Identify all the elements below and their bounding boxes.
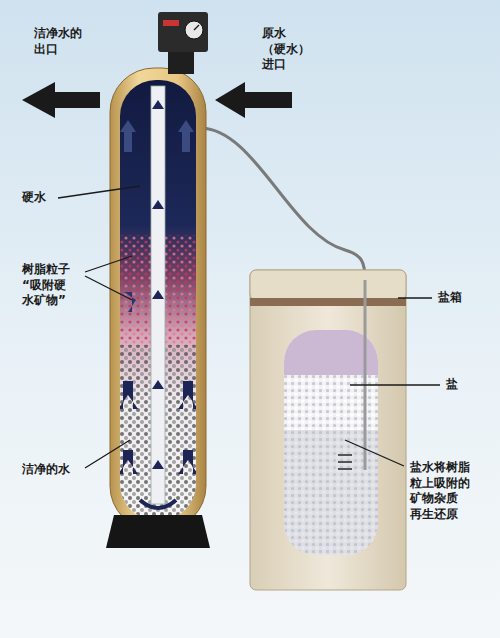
inlet-label: 原水（硬水） 进口 xyxy=(262,26,310,73)
brine-tank-label: 盐箱 xyxy=(438,290,462,306)
regeneration-label: 盐水将树脂 粒上吸附的 矿物杂质 再生还原 xyxy=(410,460,470,522)
salt-label: 盐 xyxy=(446,377,458,393)
resin-label: 树脂粒子 “吸附硬 水矿物” xyxy=(22,262,70,309)
clean-water-label: 洁净的水 xyxy=(22,462,70,478)
hard-water-label: 硬水 xyxy=(22,190,46,206)
outlet-label: 洁净水的 出口 xyxy=(34,26,82,57)
